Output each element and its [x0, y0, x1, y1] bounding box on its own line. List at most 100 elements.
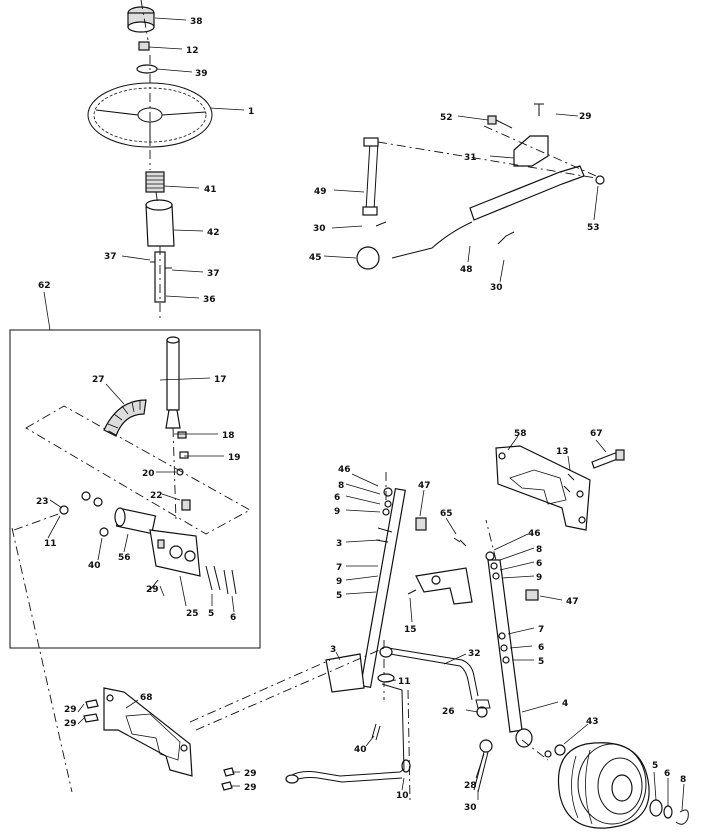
callout-49: 49 — [314, 187, 327, 197]
callout-67: 67 — [590, 429, 603, 439]
link-arm — [381, 683, 405, 771]
steering-cap — [127, 6, 155, 33]
front-axle-bracket — [83, 687, 235, 791]
steering-column-assembly — [87, 0, 213, 320]
callout-62: 62 — [38, 281, 51, 291]
front-wheel — [544, 742, 689, 829]
callout-65: 65 — [440, 509, 453, 519]
callout-5: 5 — [208, 609, 214, 619]
callout-5: 5 — [652, 761, 658, 771]
callout-38: 38 — [190, 17, 203, 27]
callout-31: 31 — [464, 153, 477, 163]
callout-58: 58 — [514, 429, 527, 439]
spindle-fitting — [415, 517, 427, 531]
callout-47: 47 — [418, 481, 431, 491]
steering-shaft-lower — [150, 251, 172, 303]
callout-9: 9 — [536, 573, 542, 583]
callout-1: 1 — [248, 107, 254, 117]
callout-43: 43 — [586, 717, 599, 727]
callout-7: 7 — [538, 625, 544, 635]
callout-53: 53 — [587, 223, 600, 233]
callout-29: 29 — [244, 769, 257, 779]
callout-9: 9 — [334, 507, 340, 517]
lift-knob — [356, 246, 380, 270]
callout-6: 6 — [664, 769, 670, 779]
callout-28: 28 — [464, 781, 477, 791]
callout-9: 9 — [336, 577, 342, 587]
bracket-bolt — [149, 579, 159, 591]
callout-5: 5 — [538, 657, 544, 667]
callout-11: 11 — [44, 539, 57, 549]
steering-sleeve — [145, 199, 175, 247]
lift-linkage-assembly — [356, 103, 605, 270]
callout-48: 48 — [460, 265, 473, 275]
callout-40: 40 — [88, 561, 101, 571]
callout-27: 27 — [92, 375, 105, 385]
lift-bar — [469, 165, 585, 221]
callout-10: 10 — [396, 791, 409, 801]
callout-11: 11 — [398, 677, 411, 687]
lift-pins — [375, 221, 515, 245]
lift-screw — [534, 103, 544, 116]
lift-nut — [595, 175, 605, 185]
callout-6: 6 — [538, 643, 544, 653]
lift-bolt — [487, 115, 513, 129]
callout-8: 8 — [338, 481, 344, 491]
lift-rod — [391, 221, 473, 259]
callout-30: 30 — [464, 803, 477, 813]
steering-shaft — [166, 339, 180, 411]
callout-18: 18 — [222, 431, 235, 441]
callout-52: 52 — [440, 113, 453, 123]
callout-25: 25 — [186, 609, 199, 619]
callout-37: 37 — [104, 252, 117, 262]
callout-3: 3 — [336, 539, 342, 549]
callout-32: 32 — [468, 649, 481, 659]
callout-29: 29 — [64, 705, 77, 715]
callout-6: 6 — [334, 493, 340, 503]
callout-15: 15 — [404, 625, 417, 635]
callout-6: 6 — [536, 559, 542, 569]
callout-17: 17 — [214, 375, 227, 385]
steering-gear-detail — [13, 336, 251, 595]
shaft-spacer — [177, 431, 187, 439]
callout-41: 41 — [204, 185, 217, 195]
spindle-fitting-right — [525, 589, 539, 601]
callout-29: 29 — [244, 783, 257, 793]
callout-46: 46 — [528, 529, 541, 539]
callout-8: 8 — [680, 775, 686, 785]
callout-12: 12 — [186, 46, 199, 56]
callout-29: 29 — [579, 112, 592, 122]
callout-3: 3 — [330, 645, 336, 655]
steering-gear-inset — [9, 329, 261, 649]
callout-29: 29 — [64, 719, 77, 729]
steering-nut — [138, 41, 150, 51]
callout-20: 20 — [142, 469, 155, 479]
callout-22: 22 — [150, 491, 163, 501]
callout-8: 8 — [536, 545, 542, 555]
right-spindle-assembly — [485, 519, 549, 761]
callout-26: 26 — [442, 707, 455, 717]
drag-link — [285, 759, 411, 784]
steering-gear — [145, 171, 165, 193]
callout-6: 6 — [230, 613, 236, 623]
callout-47: 47 — [566, 597, 579, 607]
wheel-spacer — [479, 739, 493, 753]
callout-39: 39 — [195, 69, 208, 79]
callout-45: 45 — [309, 253, 322, 263]
axle-bracket — [495, 445, 625, 531]
spindle-pin — [453, 537, 467, 547]
callout-40: 40 — [354, 745, 367, 755]
wheel-washer — [649, 799, 663, 817]
wheel-bearing — [554, 744, 566, 756]
steering-washer — [136, 64, 158, 74]
callout-19: 19 — [228, 453, 241, 463]
callout-36: 36 — [203, 295, 216, 305]
callout-30: 30 — [490, 283, 503, 293]
callout-4: 4 — [562, 699, 568, 709]
spindle-arm — [415, 567, 473, 605]
callout-30: 30 — [313, 224, 326, 234]
callout-7: 7 — [336, 563, 342, 573]
callout-5: 5 — [336, 591, 342, 601]
